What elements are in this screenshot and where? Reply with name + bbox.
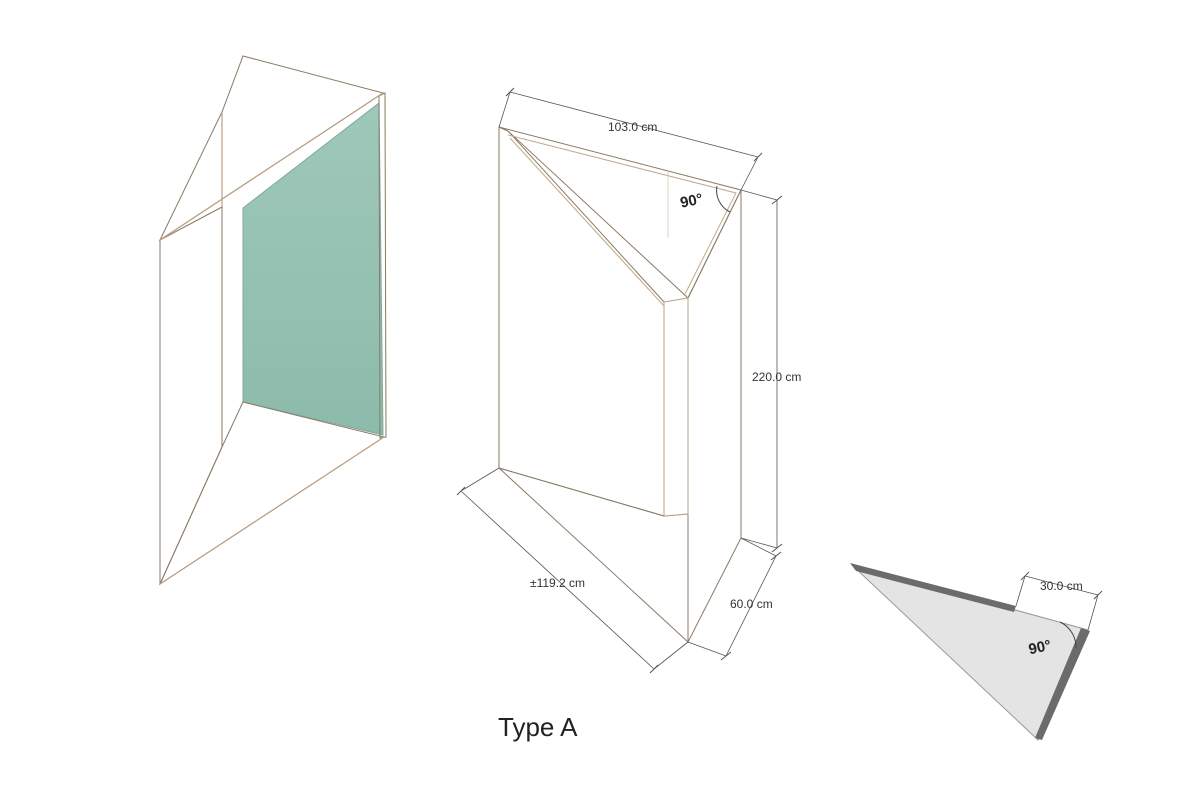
dim-diagonal: ±119.2 cm xyxy=(456,467,689,674)
left-prism-bottom-front-edge xyxy=(159,436,385,585)
plan-angle-label: 90° xyxy=(1027,637,1053,658)
dim-diagonal-label: ±119.2 cm xyxy=(530,576,585,590)
middle-door-panel xyxy=(498,126,665,517)
left-prism-left-board xyxy=(159,206,223,585)
left-prism-top-front-edge xyxy=(159,92,384,241)
left-prism-green-panel xyxy=(242,101,384,436)
middle-bottom-board xyxy=(498,467,689,644)
dim-depth-label: 60.0 cm xyxy=(730,597,773,611)
dim-height: 220.0 cm xyxy=(740,189,801,553)
middle-top-board-outline xyxy=(507,134,737,295)
dim-top-width-label: 103.0 cm xyxy=(608,120,657,134)
middle-side-panel xyxy=(687,189,742,643)
plan-view: 90° 30.0 cm xyxy=(850,563,1103,741)
middle-inner-diagonal xyxy=(509,137,665,307)
dim-height-label: 220.0 cm xyxy=(752,370,801,384)
dim-top-width: 103.0 cm xyxy=(498,87,763,191)
left-prism-bottom-board xyxy=(158,401,386,586)
plan-right-angle-arc xyxy=(1059,621,1077,649)
middle-prism-view: 90° 103.0 cm 220.0 cm ±119.2 cm xyxy=(456,87,801,674)
middle-opening-gap xyxy=(663,297,689,517)
dim-plan-side: 30.0 cm xyxy=(1015,571,1103,631)
diagram-caption: Type A xyxy=(498,712,578,742)
plan-wall-top xyxy=(850,563,1016,612)
dim-depth: 60.0 cm xyxy=(687,537,782,661)
left-prism-right-edge xyxy=(378,92,387,439)
middle-angle-label: 90° xyxy=(679,190,705,211)
left-prism-view xyxy=(158,55,387,586)
plan-wall-right xyxy=(1035,628,1090,740)
middle-right-angle-arc xyxy=(716,185,731,213)
dim-plan-side-label: 30.0 cm xyxy=(1040,579,1083,593)
middle-top-board xyxy=(498,126,742,299)
